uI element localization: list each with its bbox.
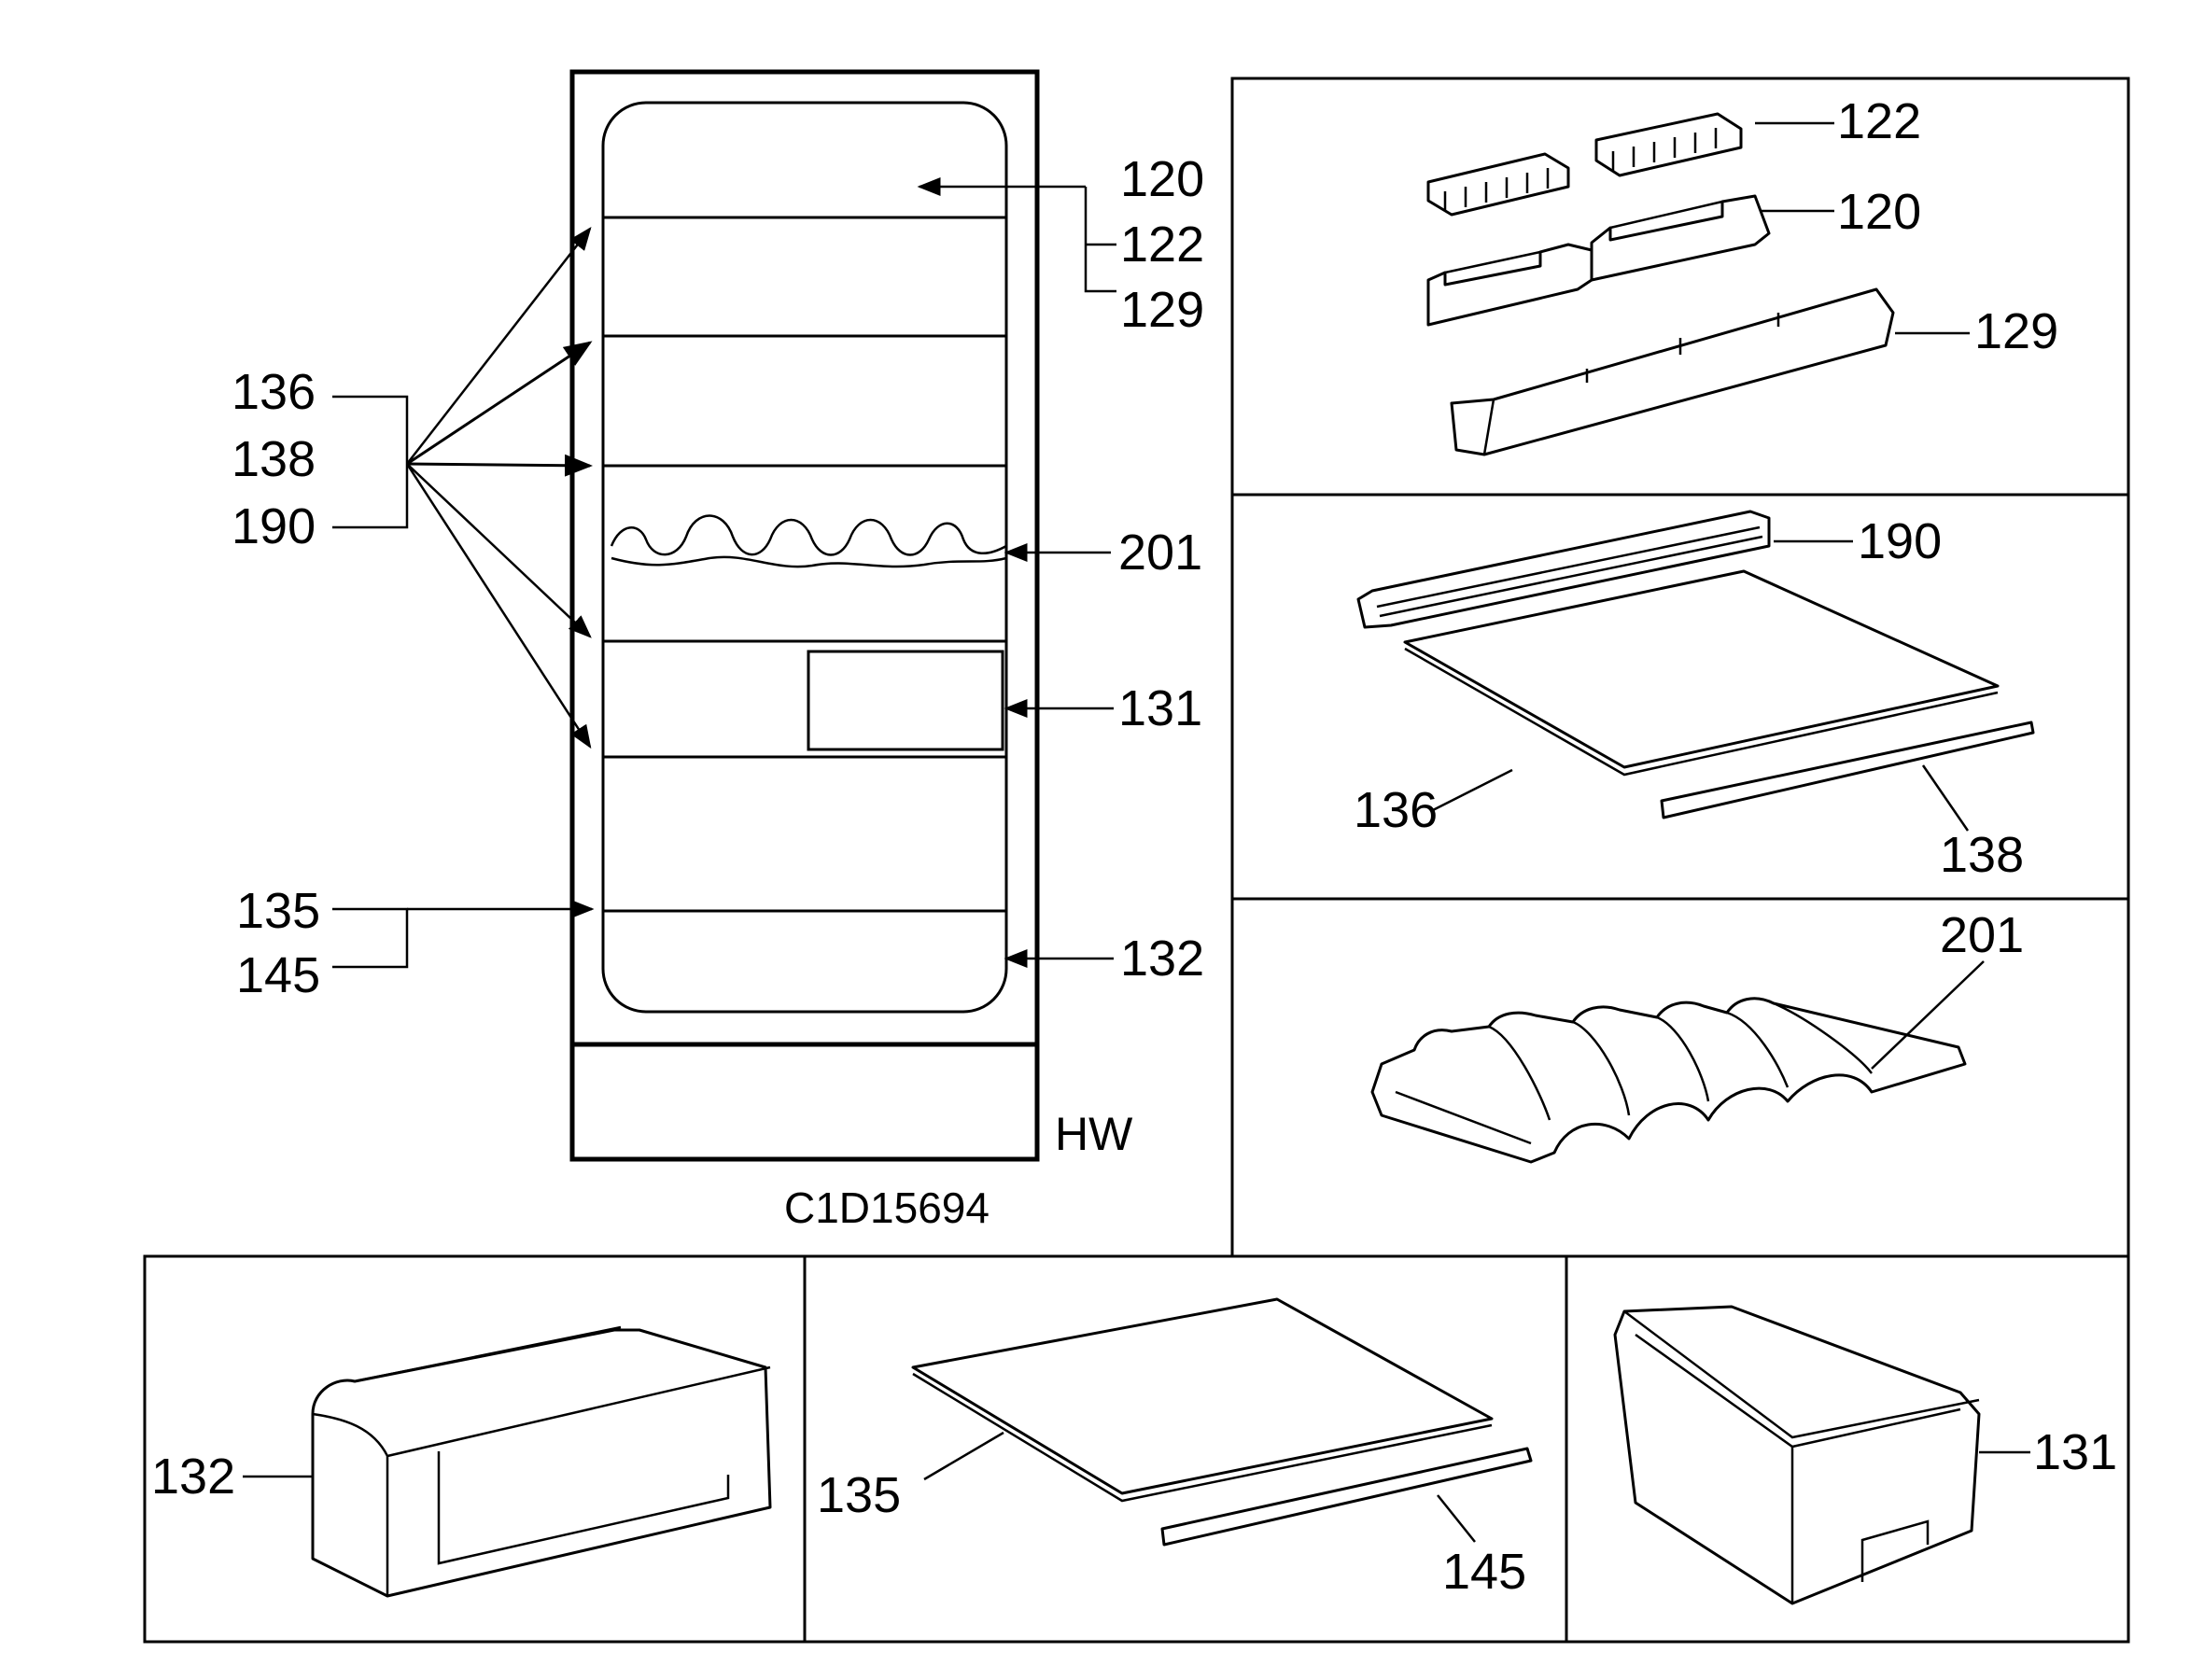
- rack-122-right: [1594, 112, 1743, 177]
- panel-door-parts: 122 120 129: [1426, 93, 2058, 456]
- label-122: 122: [1120, 217, 1204, 273]
- label-131: 131: [1118, 680, 1202, 736]
- cabinet-inner-liner: [601, 101, 1008, 1014]
- label-201: 201: [1118, 525, 1202, 581]
- bracket-135-145: [332, 907, 409, 969]
- drawer-label-132: 132: [151, 1449, 235, 1505]
- cabinet-outline: [569, 69, 1040, 1162]
- panel-drawer-132: 132: [151, 1325, 772, 1598]
- bar-129: [1450, 287, 1895, 456]
- glass-shelf-135: [911, 1297, 1494, 1495]
- model-label: HW: [1055, 1108, 1133, 1160]
- bottom-panels-frame: [143, 1254, 2130, 1644]
- label-120: 120: [1120, 151, 1204, 207]
- label-145: 145: [236, 947, 320, 1003]
- label-138: 138: [232, 431, 316, 487]
- door-label-122: 122: [1837, 93, 1921, 149]
- crisper-label-131: 131: [2033, 1424, 2117, 1480]
- crisper-131: [1613, 1305, 1981, 1605]
- label-190: 190: [232, 498, 316, 554]
- bin-120-left: [1426, 243, 1593, 327]
- bin-120-right: [1590, 194, 1771, 282]
- door-label-120: 120: [1837, 184, 1921, 240]
- shelf-label-136: 136: [1354, 782, 1438, 838]
- shelf-arrows: [405, 227, 593, 749]
- shelf-trim-145: [1160, 1447, 1533, 1547]
- wine-rack-wave-top: [610, 514, 1007, 556]
- drawing-code: C1D15694: [784, 1183, 990, 1232]
- shelf-label-138: 138: [1940, 827, 2024, 883]
- bracket-120-129: [1084, 187, 1116, 293]
- bracket-136-190: [332, 395, 409, 529]
- glass-shelf-136: [1403, 569, 2000, 769]
- panel-crisper-131: 131: [1613, 1305, 2117, 1605]
- cabinet-overview: 120 122 129 136 138 190 201 131 135 145 …: [232, 69, 1204, 1232]
- label-129: 129: [1120, 282, 1204, 338]
- wine-rack-label-201: 201: [1940, 907, 2024, 963]
- bottom-shelf-label-135: 135: [817, 1467, 901, 1523]
- panel-glass-shelf: 190 136 138: [1354, 510, 2035, 883]
- label-135: 135: [236, 883, 320, 939]
- crisper-box: [807, 650, 1004, 751]
- door-label-129: 129: [1974, 303, 2058, 359]
- rack-122-left: [1426, 152, 1570, 217]
- panel-wine-rack: 201: [1370, 907, 2024, 1164]
- panel-bottom-shelf: 135 145: [817, 1297, 1533, 1600]
- shelf-label-190: 190: [1858, 513, 1942, 569]
- wine-rack-wave-bottom: [611, 555, 1007, 568]
- shelf-trim-138: [1660, 721, 2035, 819]
- label-136: 136: [232, 364, 316, 420]
- wine-rack-201: [1370, 997, 1967, 1164]
- label-132: 132: [1120, 931, 1204, 987]
- drawer-132: [311, 1328, 772, 1598]
- bottom-shelf-label-145: 145: [1442, 1544, 1526, 1600]
